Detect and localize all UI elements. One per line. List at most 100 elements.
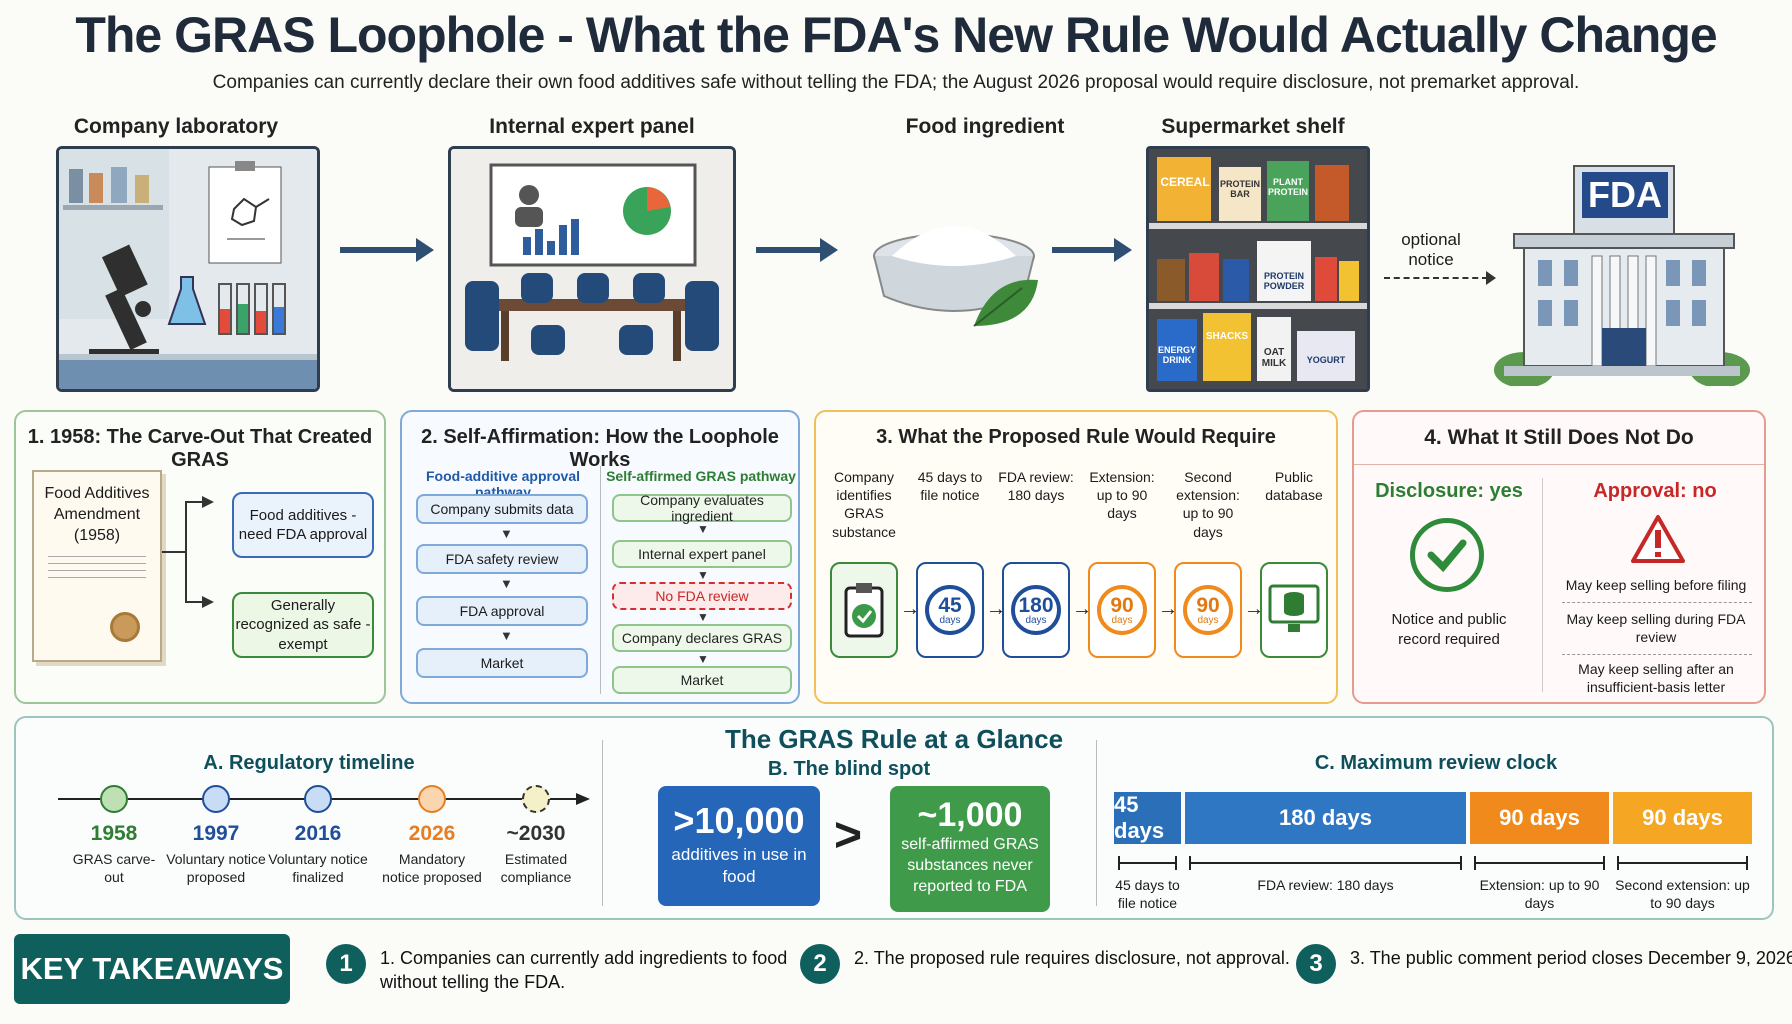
takeaway-text: 1. Companies can currently add ingredien… xyxy=(380,948,788,993)
step-label: Company identifies GRAS substance xyxy=(832,469,896,540)
flow-arrow-down: ▼ xyxy=(500,576,513,591)
branch-arrows xyxy=(162,496,214,608)
step-label: Second extension: up to 90 days xyxy=(1176,469,1240,540)
page-title: The GRAS Loophole - What the FDA's New R… xyxy=(75,7,1717,63)
blind-spot-title: B. The blind spot xyxy=(767,758,931,780)
lab-label: Company laboratory xyxy=(73,115,279,138)
bar-caption: Extension: up to 90 days xyxy=(1479,877,1600,912)
at-a-glance-panel: The GRAS Rule at a Glance A. Regulatory … xyxy=(14,716,1774,920)
flow-arrow-down: ▼ xyxy=(697,652,709,666)
timeline-dot xyxy=(418,785,446,813)
timeline-label: GRAS carve-out xyxy=(72,851,156,886)
lab-illustration xyxy=(56,146,320,392)
bar-bracket-end xyxy=(1460,856,1462,870)
greater-than: > xyxy=(834,809,863,862)
timeline-year: ~2030 xyxy=(506,822,566,845)
not-do-item: May keep selling during FDA review xyxy=(1566,611,1746,646)
step-label: Public database xyxy=(1265,469,1323,504)
takeaway-text: 2. The proposed rule requires disclosure… xyxy=(854,948,1290,968)
not-do-item: May keep selling before filing xyxy=(1565,577,1747,593)
timeline-title: A. Regulatory timeline xyxy=(203,752,415,774)
additives-caption: additives in use in food xyxy=(671,845,807,887)
takeaway-number: 2 xyxy=(800,944,840,984)
flow-step: Company evaluates ingredient xyxy=(612,492,792,524)
bar-bracket-end xyxy=(1189,856,1191,870)
needs-approval-box: Food additives - need FDA approval xyxy=(232,492,374,558)
shelf-item: CEREAL xyxy=(1160,175,1210,189)
bar-bracket-end xyxy=(1118,856,1120,870)
timeline-dot xyxy=(202,785,230,813)
flow-step: Company declares GRAS xyxy=(612,624,792,652)
panel-proposed-rule: 3. What the Proposed Rule Would Require … xyxy=(814,410,1338,704)
bar-bracket-end xyxy=(1617,856,1619,870)
takeaway-text: 3. The public comment period closes Dece… xyxy=(1350,948,1792,968)
gras-pathway-heading: Self-affirmed GRAS pathway xyxy=(606,468,796,484)
ingredient-label: Food ingredient xyxy=(905,115,1065,138)
shelf-illustration: CEREAL PROTEIN BAR PLANT PROTEIN PROTEIN… xyxy=(1146,146,1370,392)
clock-number: 180 xyxy=(1018,593,1054,617)
review-bar: 90 days xyxy=(1613,792,1752,844)
bar-caption: FDA review: 180 days xyxy=(1257,877,1394,893)
checkmark-icon xyxy=(1410,518,1484,592)
divider xyxy=(1096,740,1097,906)
timeline-year: 2026 xyxy=(408,822,456,845)
panel-title: 4. What It Still Does Not Do xyxy=(1424,426,1694,449)
step-label: Extension: up to 90 days xyxy=(1089,469,1155,522)
timeline-label: Mandatory notice proposed xyxy=(382,851,482,886)
shelf-item: ENERGY DRINK xyxy=(1157,345,1196,365)
flow-arrow-down: ▼ xyxy=(500,526,513,541)
panel-title: 1. 1958: The Carve-Out That Created GRAS xyxy=(27,426,373,471)
step-arrow: → xyxy=(1244,598,1264,620)
bar-bracket-end xyxy=(1474,856,1476,870)
shelf-item: YOGURT xyxy=(1306,355,1346,365)
timeline-year: 1958 xyxy=(90,822,138,845)
gras-count: ~1,000 xyxy=(917,796,1023,834)
flow-arrow-1 xyxy=(340,238,434,262)
bar-bracket-end xyxy=(1175,856,1177,870)
clock-unit: days xyxy=(939,614,961,626)
shelf-item: OAT MILK xyxy=(1261,347,1287,369)
review-clock-title: C. Maximum review clock xyxy=(1314,752,1558,774)
optional-notice-label: optional notice xyxy=(1386,230,1476,271)
review-bar: 90 days xyxy=(1470,792,1609,844)
gras-count-card: ~1,000 self-affirmed GRAS substances nev… xyxy=(890,786,1050,912)
item-divider xyxy=(1562,602,1752,603)
disclosure-yes: Disclosure: yes xyxy=(1375,480,1523,502)
meeting-room-illustration xyxy=(448,146,736,392)
flow-arrow-down: ▼ xyxy=(697,568,709,582)
panel-still-not-do: 4. What It Still Does Not Do Disclosure:… xyxy=(1352,410,1766,704)
bar-bracket xyxy=(1474,862,1605,864)
bar-bracket xyxy=(1189,862,1462,864)
additives-count-card: >10,000 additives in use in food xyxy=(658,786,820,906)
timeline-arrowhead xyxy=(576,793,590,805)
shelf-item: PROTEIN POWDER xyxy=(1263,271,1305,291)
optional-text: optional xyxy=(1401,230,1461,249)
clipboard-check-icon xyxy=(830,562,898,658)
step-label: 45 days to file notice xyxy=(917,469,983,504)
flow-arrow-down: ▼ xyxy=(697,522,709,536)
gras-caption: self-affirmed GRAS substances never repo… xyxy=(901,836,1039,895)
step-arrow: → xyxy=(1072,598,1092,620)
shelf-item: PROTEIN BAR xyxy=(1219,179,1260,199)
dashed-arrow-head xyxy=(1486,271,1496,285)
divider xyxy=(602,740,603,906)
review-bar: 180 days xyxy=(1185,792,1466,844)
divider xyxy=(1354,464,1764,465)
bar-bracket xyxy=(1617,862,1748,864)
page-subtitle: Companies can currently declare their ow… xyxy=(212,72,1580,93)
timeline-dot xyxy=(304,785,332,813)
clock-number: 90 xyxy=(1196,593,1220,617)
key-takeaways-label: KEY TAKEAWAYS xyxy=(14,934,290,1004)
shelf-item: PLANT PROTEIN xyxy=(1267,177,1308,197)
document-title: Food Additives Amendment (1958) xyxy=(44,485,150,544)
bar-bracket-end xyxy=(1603,856,1605,870)
approval-no: Approval: no xyxy=(1593,480,1717,502)
item-divider xyxy=(1562,654,1752,655)
timeline-year: 1997 xyxy=(192,822,240,845)
dashed-arrow xyxy=(1384,277,1488,279)
